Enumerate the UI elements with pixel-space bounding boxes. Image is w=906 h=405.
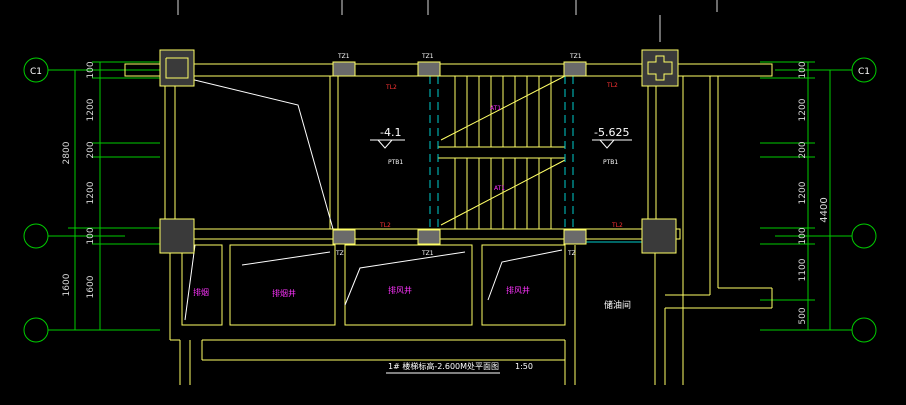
elevation-left-value: -4.1 xyxy=(380,126,401,139)
dim-left-4: 1200 xyxy=(86,181,96,204)
dim-right-2: 1200 xyxy=(798,98,808,121)
column-top-right xyxy=(641,49,679,87)
tz-block xyxy=(332,61,356,77)
label-tz: TZ xyxy=(567,250,576,257)
column-mid-right xyxy=(641,218,677,254)
room-label-storage: 储油间 xyxy=(604,299,631,311)
room-label: 排烟井 xyxy=(272,288,296,298)
dim-lines-left xyxy=(68,61,160,331)
drawing-scale: 1:50 xyxy=(515,362,533,371)
label-tz1: TZ1 xyxy=(421,53,434,60)
axis-bubble-left-3 xyxy=(23,317,49,343)
column-mid-left xyxy=(159,218,195,254)
room-label: 排风井 xyxy=(388,285,412,295)
label-at: AT1 xyxy=(494,185,505,192)
label-tl2: TL2 xyxy=(606,82,618,89)
hidden-lines xyxy=(429,76,574,229)
dim-left-total-lower: 1600 xyxy=(62,273,72,296)
tz-block xyxy=(417,61,441,77)
top-wall xyxy=(124,63,773,77)
slope-lines xyxy=(177,75,563,321)
dim-left-total-upper: 2800 xyxy=(62,141,72,164)
elevation-right: -5.625 xyxy=(592,126,632,149)
tz-block xyxy=(417,229,441,245)
axis-bubble-left-2 xyxy=(23,223,49,249)
dim-lines-right xyxy=(760,61,838,331)
columns xyxy=(159,49,679,254)
axis-label-right-top: C1 xyxy=(858,67,870,77)
dim-right-6: 1100 xyxy=(798,258,808,281)
elevation-right-value: -5.625 xyxy=(594,126,629,139)
elevation-left: -4.1 xyxy=(370,126,405,149)
label-ptb: PTB1 xyxy=(388,159,403,166)
axis-bubble-right-3 xyxy=(851,317,877,343)
label-tz1: TZ1 xyxy=(421,250,434,257)
drawing-title: 1# 楼梯标高-2.600M处平面图 xyxy=(388,361,499,371)
label-tl2: TL2 xyxy=(385,84,397,91)
dim-left-5: 100 xyxy=(86,227,96,244)
top-ticks xyxy=(177,0,718,42)
label-tz1: TZ1 xyxy=(337,53,350,60)
dim-left-2: 1200 xyxy=(86,98,96,121)
dim-right-4: 1200 xyxy=(798,181,808,204)
room-label: 排风井 xyxy=(506,285,530,295)
column-top-left xyxy=(159,49,195,87)
dim-left-1: 100 xyxy=(86,61,96,78)
room-label: 排烟 xyxy=(193,287,209,297)
walls xyxy=(124,63,773,385)
label-tz: TZ xyxy=(335,250,344,257)
dim-right-1: 100 xyxy=(798,61,808,78)
dim-right-7: 500 xyxy=(798,307,808,324)
dim-right-5: 100 xyxy=(798,227,808,244)
axis-label-left-top: C1 xyxy=(30,67,42,77)
dim-left-6: 1600 xyxy=(86,275,96,298)
dim-right-total: 4400 xyxy=(819,197,830,222)
label-tl2: TL2 xyxy=(379,222,391,229)
label-ptb: PTB1 xyxy=(603,159,618,166)
axis-bubbles xyxy=(23,57,877,343)
label-tl2: TL2 xyxy=(611,222,623,229)
stair-treads xyxy=(440,75,566,229)
tz-block xyxy=(563,229,587,245)
tz-block xyxy=(563,61,587,77)
dim-right-3: 200 xyxy=(798,141,808,158)
dim-left-3: 200 xyxy=(86,141,96,158)
label-tz1: TZ1 xyxy=(569,53,582,60)
tz-block xyxy=(332,229,356,245)
label-at: AT1 xyxy=(490,105,501,112)
axis-bubble-right-2 xyxy=(851,223,877,249)
